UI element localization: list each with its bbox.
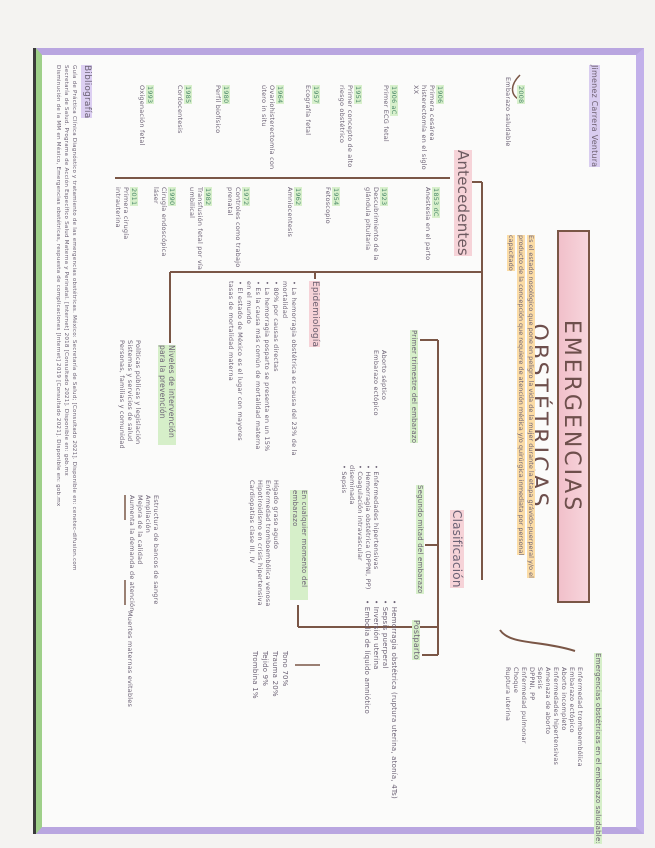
bibliografia-refs: Guía de Práctica Clínica Diagnóstico y t…: [55, 65, 77, 571]
definition-text: Es el estado nosológico que pone en peli…: [507, 235, 535, 578]
cualquier-momento-label: En cualquier momento del embarazo: [290, 490, 308, 600]
mind-map: Jimenez Carrera Ventura 2008 Embarazo sa…: [40, 55, 620, 845]
segundo-mitad-label: Segundo mitad del embarazo: [416, 485, 424, 594]
epidemiologia-label: Epidemiología: [309, 281, 320, 348]
clasificacion-label: Clasificación: [450, 510, 464, 588]
saludable-arrow: [499, 629, 576, 652]
antecedentes-label: Antecedentes: [454, 150, 472, 256]
primer-trimestre-label: Primer trimestre del embarazo: [410, 330, 418, 444]
epidemiologia-list: • La hemorragia obstétrica es causa del …: [227, 281, 298, 456]
postparto-label: Postparto: [412, 620, 421, 660]
niveles-label: Niveles de intervención para la prevenci…: [158, 345, 176, 445]
intro-year: 2008: [517, 85, 525, 105]
postparto-items: • Hemorragia obstétrica (ruptura uterina…: [363, 600, 398, 799]
intro-text: Embarazo saludable: [504, 77, 512, 147]
page-title: EMERGENCIAS OBSTÉTRICAS: [526, 230, 590, 603]
saludable-label: Emergencias obstétricas en el embarazo s…: [594, 653, 602, 845]
postparto-causes: Tono 70%Trauma 20%Tejido 9%Trombina 1%: [251, 651, 289, 699]
segundo-mitad-items: • Enfermedades hipertensivas• Hemorragia…: [340, 465, 380, 590]
author-name: Jimenez Carrera Ventura: [589, 65, 600, 168]
bibliografia-label: Bibliografía: [81, 65, 92, 119]
niveles-outcome: Muertes maternas evitables: [126, 611, 134, 708]
